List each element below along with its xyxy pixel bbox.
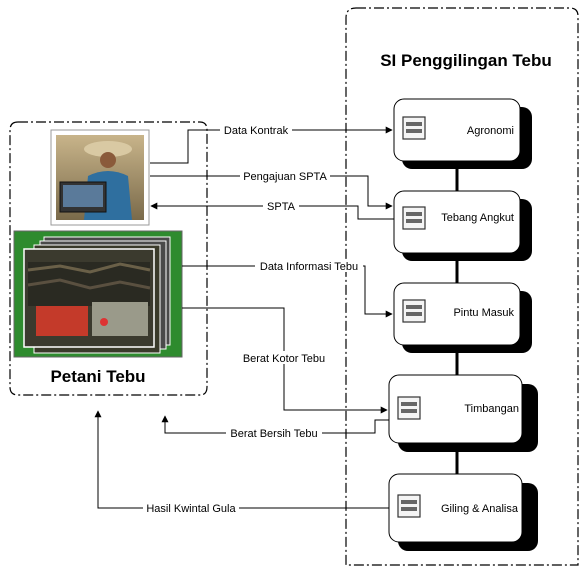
module-pintu-masuk[interactable]: Pintu Masuk <box>393 282 532 353</box>
system-panel-border <box>345 7 579 566</box>
database-icon <box>397 396 421 420</box>
flow-label: SPTA <box>267 201 296 213</box>
farmer-panel-border <box>9 121 208 396</box>
module-label: Pintu Masuk <box>453 307 514 319</box>
flow-pengajuan-spta: Pengajuan SPTA <box>150 169 393 210</box>
flow-label: Berat Kotor Tebu <box>243 353 325 365</box>
farmer-panel-title: Petani Tebu <box>50 367 145 386</box>
farmer-photo <box>50 129 150 226</box>
flow-spta: SPTA <box>150 199 394 220</box>
flow-data-kontrak: Data Kontrak <box>150 123 393 164</box>
module-label: Tebang Angkut <box>441 212 514 224</box>
database-icon <box>402 206 426 230</box>
flow-label: Data Kontrak <box>224 125 289 137</box>
system-panel-title: SI Penggilingan Tebu <box>380 51 552 70</box>
module-tebang-angkut[interactable]: Tebang Angkut <box>393 190 532 261</box>
module-timbangan[interactable]: Timbangan <box>388 374 538 452</box>
flow-label: Hasil Kwintal Gula <box>146 503 236 515</box>
flow-berat-kotor-tebu: Berat Kotor Tebu <box>182 307 388 414</box>
database-icon <box>402 299 426 323</box>
database-icon <box>397 494 421 518</box>
flow-label: Data Informasi Tebu <box>260 261 358 273</box>
flow-label: Berat Bersih Tebu <box>230 428 317 440</box>
flow-data-informasi-tebu: Data Informasi Tebu <box>182 259 393 318</box>
module-giling-analisa[interactable]: Giling & Analisa <box>388 473 538 551</box>
flow-berat-bersih-tebu: Berat Bersih Tebu <box>161 415 389 440</box>
trucks-photo <box>13 230 183 358</box>
hat-shape <box>84 141 132 157</box>
flow-hasil-kwintal-gula: Hasil Kwintal Gula <box>94 410 389 515</box>
module-label: Agronomi <box>467 125 514 137</box>
flow-label: Pengajuan SPTA <box>243 171 327 183</box>
module-label: Timbangan <box>464 403 519 415</box>
module-agronomi[interactable]: Agronomi <box>393 98 532 169</box>
database-icon <box>402 116 426 140</box>
module-label: Giling & Analisa <box>441 503 519 515</box>
